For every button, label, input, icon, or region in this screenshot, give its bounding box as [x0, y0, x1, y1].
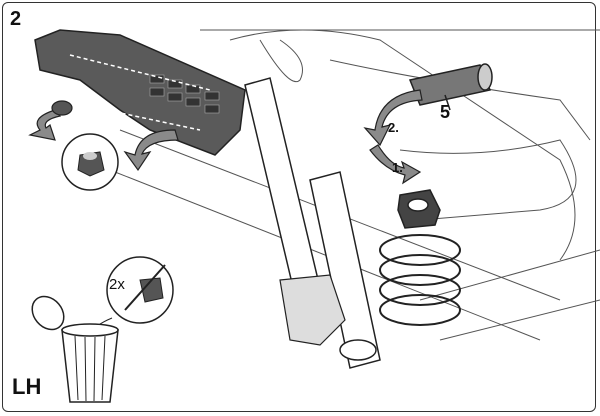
- side-label: LH: [12, 374, 42, 399]
- cross-out-icon: [124, 264, 166, 311]
- frame-border: [2, 2, 596, 412]
- fastener-guide-lines: [59, 54, 211, 131]
- arm-line: [419, 249, 600, 301]
- step-label-2: 2.: [388, 120, 399, 135]
- body-contour: [229, 29, 576, 261]
- arrow-step-2-icon: [363, 89, 423, 147]
- arm-line: [439, 299, 600, 341]
- wheel-hub: [279, 274, 346, 346]
- coil-spring: [379, 234, 461, 326]
- tank-shape: [399, 139, 577, 221]
- part-label: 5: [440, 102, 451, 122]
- clip-detail-circle: [61, 133, 119, 191]
- quantity-label: 2x: [109, 276, 125, 293]
- part-5-tube: [408, 63, 493, 111]
- bracket: [259, 39, 303, 82]
- step-label-1: 1.: [392, 160, 403, 175]
- bump-stop: [397, 189, 441, 229]
- discard-detail-circle: [87, 256, 174, 336]
- arrow-step-1-icon: [369, 144, 422, 185]
- axle-line: [109, 169, 541, 341]
- clip-fastener: [51, 100, 73, 116]
- rotate-arrow-left-icon: [28, 109, 62, 141]
- waste-bin-icon: [31, 295, 119, 403]
- rotate-arrow-right-icon: [123, 129, 179, 172]
- underbody-panel: [34, 29, 246, 156]
- step-number: 2: [10, 8, 22, 30]
